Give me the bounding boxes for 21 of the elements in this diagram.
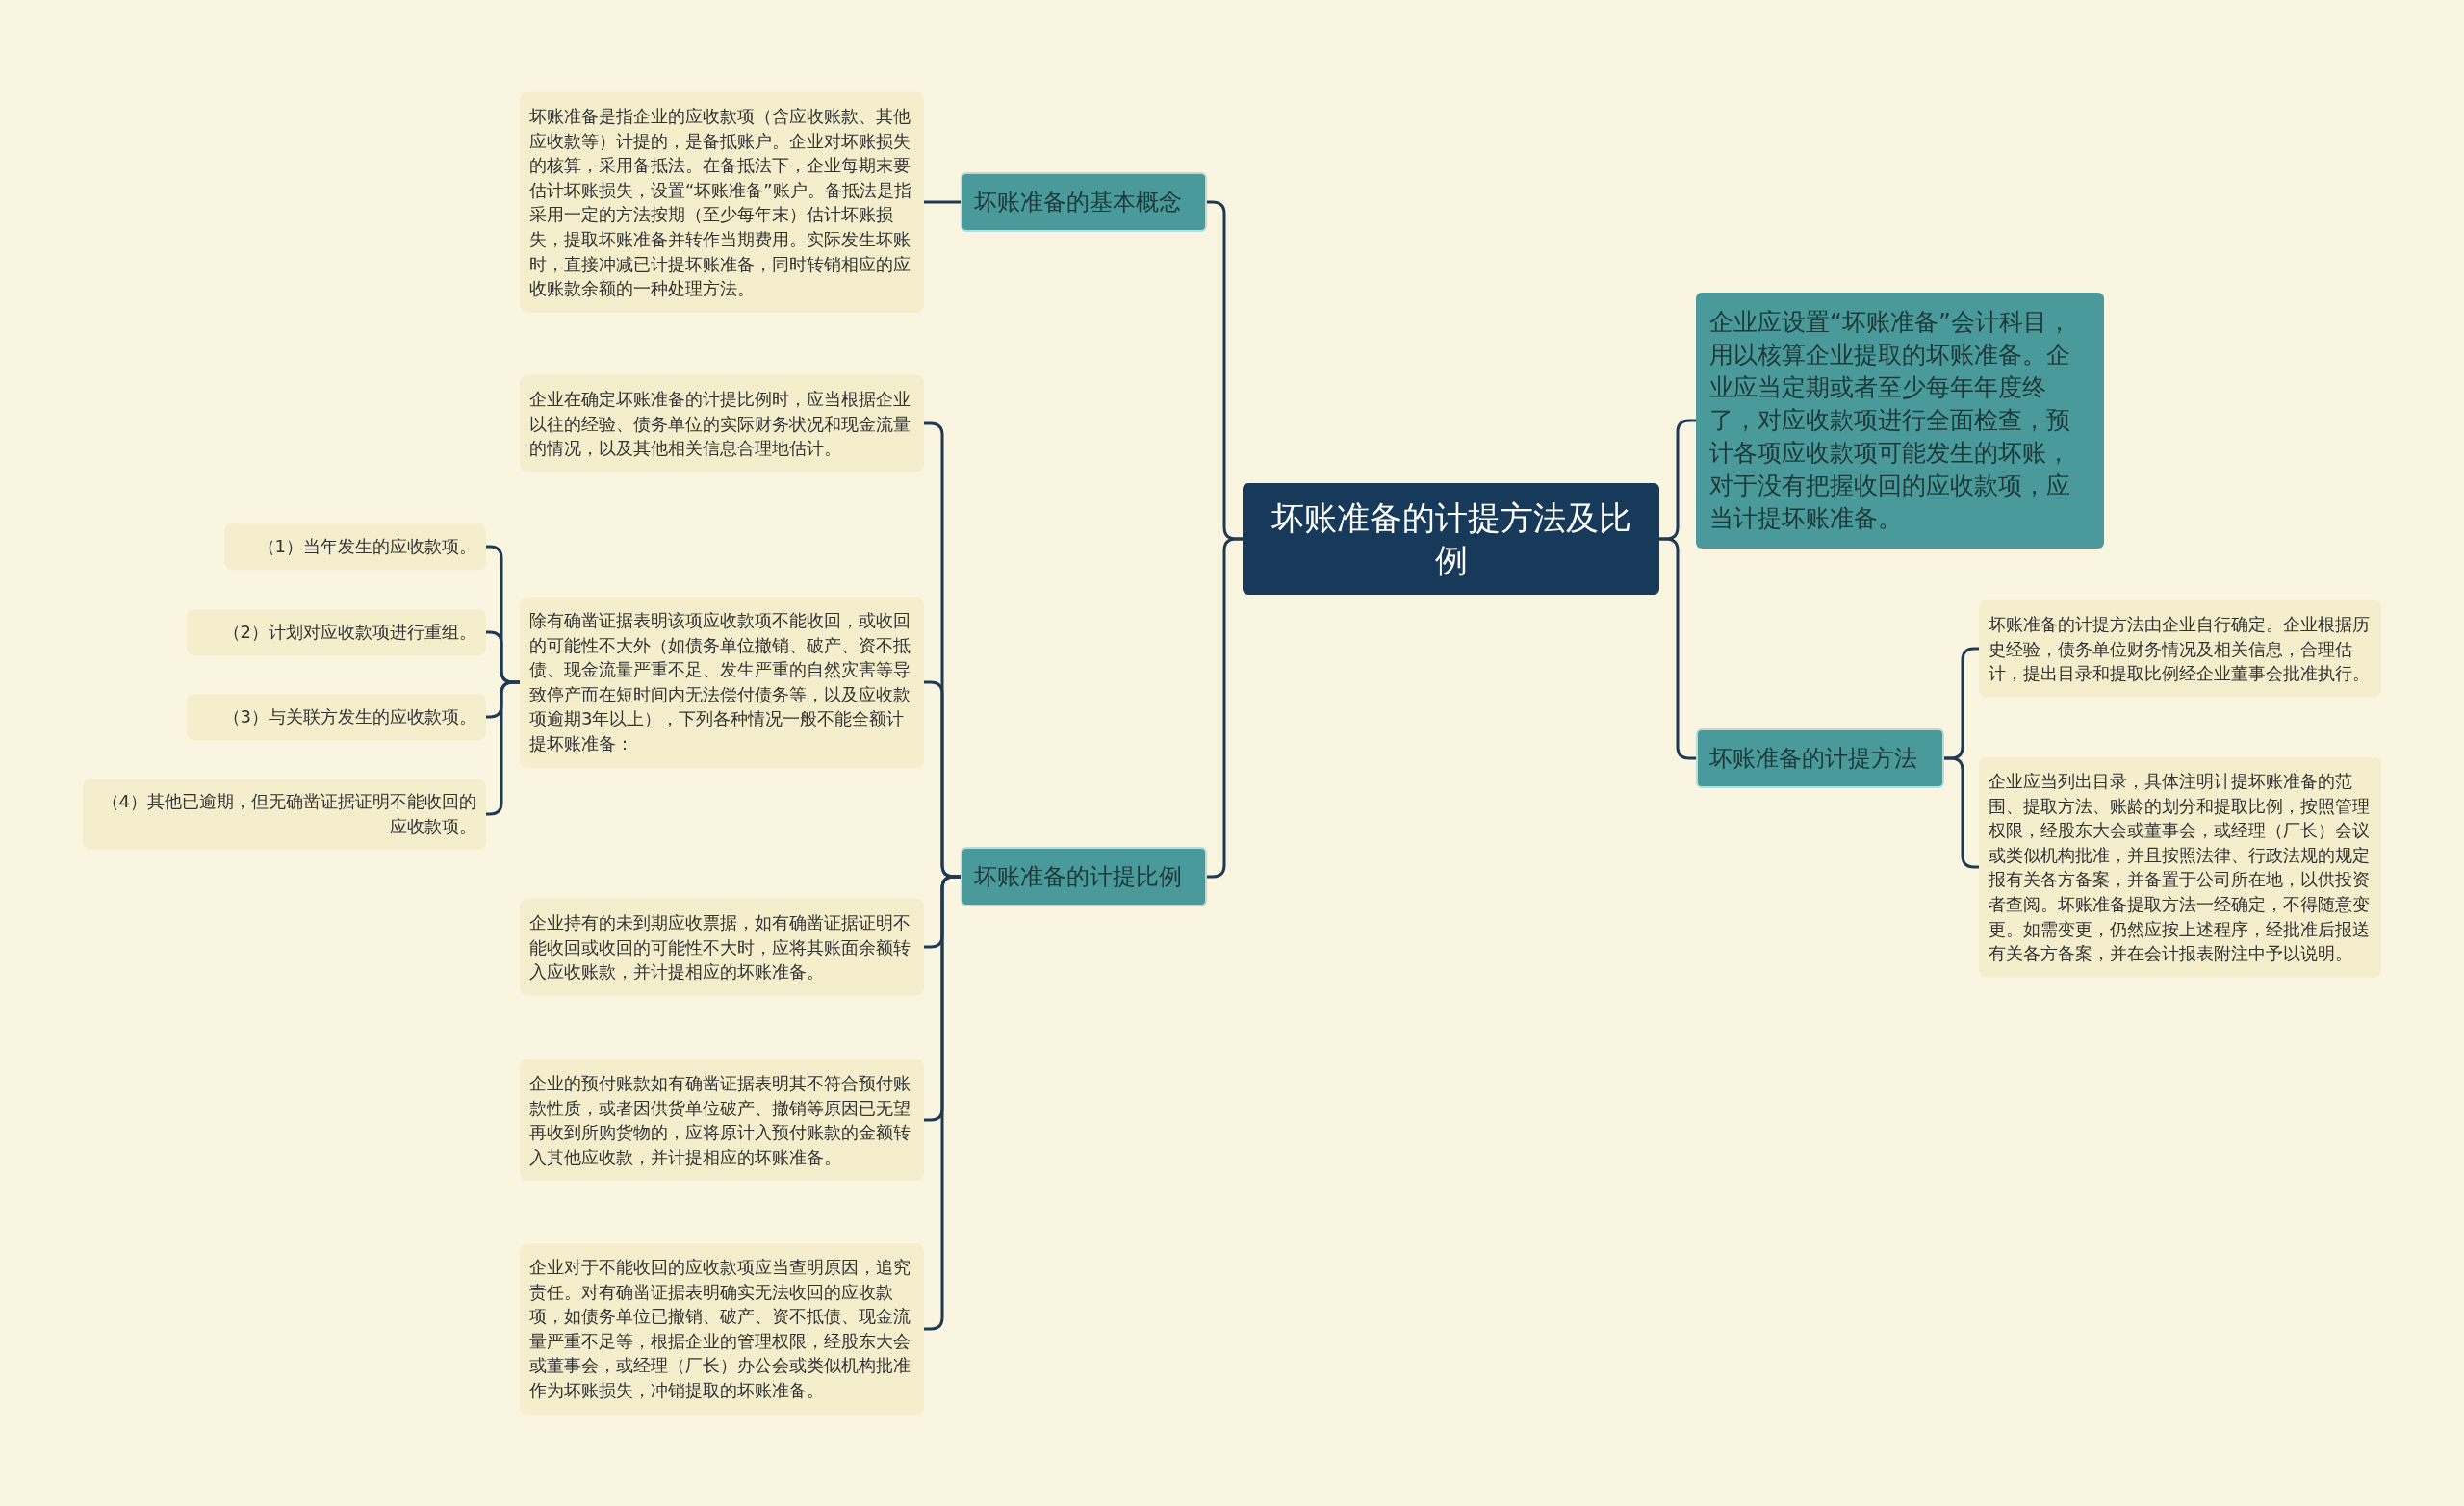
text-card: 企业持有的未到期应收票据，如有确凿证据证明不能收回或收回的可能性不大时，应将其账面余额转入应收账款，并计提相应的坏账准备。 [520, 898, 924, 996]
text-card: （2）计划对应收款项进行重组。 [187, 609, 486, 655]
connector-line [1207, 537, 1243, 879]
text-card: （3）与关联方发生的应收款项。 [187, 694, 486, 740]
topic-box: 坏账准备的计提方法 [1696, 728, 1944, 788]
text-card: 企业对于不能收回的应收款项应当查明原因，追究责任。对有确凿证据表明确实无法收回的应收款项，如债务单位已撤销、破产、资不抵债、现金流量严重不足等，根据企业的管理权限，经股东大会或董事会，或经理（厂长）办公会或类似机构批准作为坏账损失，冲销提取的坏账准备。 [520, 1243, 924, 1415]
text-card: （4）其他已逾期，但无确凿证据证明不能收回的应收款项。 [83, 779, 486, 850]
text-card: 企业在确定坏账准备的计提比例时，应当根据企业以往的经验、债务单位的实际财务状况和现金流量的情况，以及其他相关信息合理地估计。 [520, 374, 924, 472]
text-card: 坏账准备是指企业的应收款项（含应收账款、其他应收款等）计提的，是备抵账户。企业对坏账损失的核算，采用备抵法。在备抵法下，企业每期末要估计坏账损失，设置“坏账准备”账户。备抵法是指采用一定的方法按期（至少每年末）估计坏账损失，提取坏账准备并转作当期费用。实际发生坏账时，直接冲减已计提坏账准备，同时转销相应的应收账款余额的一种处理方法。 [520, 91, 924, 313]
text-card: 企业应当列出目录，具体注明计提坏账准备的范围、提取方法、账龄的划分和提取比例，按照管理权限，经股东大会或董事会，或经理（厂长）会议或类似机构批准，并且按照法律、行政法规的规定报有关各方备案，并备置于公司所在地，以供投资者查阅。坏账准备提取方法一经确定，不得随意变更。如需变更，仍然应按上述程序，经批准后报送有关各方备案，并在会计报表附注中予以说明。 [1979, 756, 2381, 978]
topic-box: 坏账准备的计提比例 [961, 847, 1207, 906]
root-topic-box: 坏账准备的计提方法及比例 [1243, 483, 1659, 595]
text-card: 企业的预付账款如有确凿证据表明其不符合预付账款性质，或者因供货单位破产、撤销等原因已无望再收到所购货物的，应将原计入预付账款的金额转入其他应收款，并计提相应的坏账准备。 [520, 1059, 924, 1182]
note-box: 企业应设置“坏账准备”会计科目，用以核算企业提取的坏账准备。企业应当定期或者至少每年年度终了，对应收款项进行全面检查，预计各项应收款项可能发生的坏账，对于没有把握收回的应收款项，应当计提坏账准备。 [1696, 293, 2104, 549]
connector-line [1659, 537, 1696, 760]
connector-line [924, 200, 961, 204]
text-card: 除有确凿证据表明该项应收款项不能收回，或收回的可能性不大外（如债务单位撤销、破产、资不抵债、现金流量严重不足、发生严重的自然灾害等导致停产而在短时间内无法偿付债务等，以及应收款项逾期3年以上），下列各种情况一般不能全额计提坏账准备： [520, 597, 924, 768]
text-card: 坏账准备的计提方法由企业自行确定。企业根据历史经验，债务单位财务情况及相关信息，合理估计，提出目录和提取比例经企业董事会批准执行。 [1979, 600, 2381, 698]
text-card: （1）当年发生的应收款项。 [224, 523, 486, 570]
topic-box: 坏账准备的基本概念 [961, 172, 1207, 232]
connector-line [924, 875, 961, 1331]
